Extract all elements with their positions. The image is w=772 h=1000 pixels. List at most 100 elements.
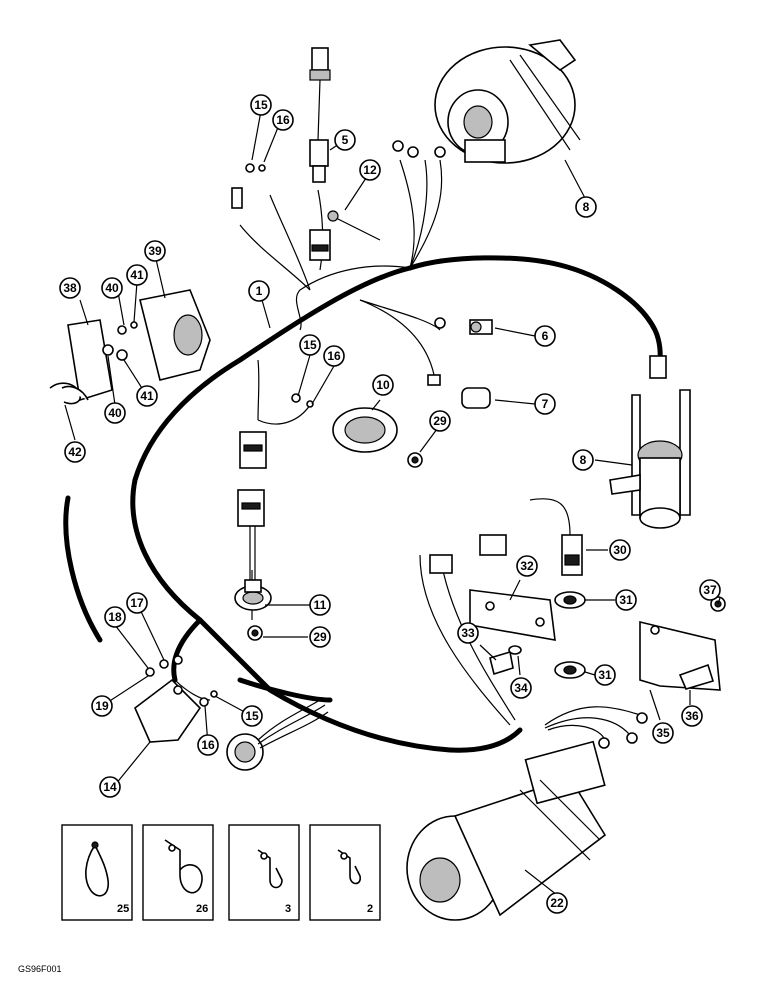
svg-text:29: 29 — [313, 630, 327, 644]
callout-12: 12 — [359, 159, 381, 181]
svg-text:15: 15 — [303, 338, 317, 352]
callout-42: 42 — [64, 441, 86, 463]
svg-text:3: 3 — [285, 903, 291, 915]
fuel-shutoff-solenoid — [609, 355, 691, 529]
callout-7: 7 — [534, 393, 556, 415]
nut-washer-middle — [291, 393, 314, 408]
relay-bracket — [49, 289, 211, 405]
callout-30: 32 — [516, 555, 538, 577]
svg-text:14: 14 — [103, 780, 117, 794]
callout-38: 40 — [101, 277, 123, 299]
svg-text:16: 16 — [201, 738, 215, 752]
sender-unit-top — [309, 47, 331, 183]
callout-19: 19 — [91, 695, 113, 717]
callout-6: 6 — [534, 325, 556, 347]
svg-text:30: 30 — [613, 543, 627, 557]
callout-8: 8 — [572, 449, 594, 471]
bolt-31 — [489, 650, 514, 676]
connector-stack — [237, 431, 267, 580]
callouts: 5 15 16 12 8 6 7 8 10 29 11 29 30 31 31 … — [59, 94, 721, 914]
svg-text:35: 35 — [656, 726, 670, 740]
callout-34: 36 — [681, 705, 703, 727]
sensor-12 — [327, 210, 381, 241]
callout-15-lower: 15 — [241, 705, 263, 727]
svg-text:16: 16 — [276, 113, 290, 127]
svg-text:10: 10 — [376, 378, 390, 392]
figure-code: GS96F001 — [18, 964, 62, 974]
inset-26: 26 — [142, 824, 214, 921]
oil-pressure-switch — [234, 579, 272, 611]
svg-text:29: 29 — [433, 414, 447, 428]
svg-text:17: 17 — [130, 596, 144, 610]
svg-text:15: 15 — [245, 709, 259, 723]
harness-strap-icon — [85, 844, 110, 897]
callout-33: 35 — [652, 722, 674, 744]
callout-27-upper: 29 — [429, 410, 451, 432]
callout-14: 14 — [99, 776, 121, 798]
fitting-lower — [247, 625, 263, 641]
callout-41: 41 — [136, 385, 158, 407]
sensor-28 — [429, 498, 583, 576]
svg-text:42: 42 — [68, 445, 82, 459]
svg-text:18: 18 — [108, 610, 122, 624]
callout-31: 33 — [457, 622, 479, 644]
svg-text:19: 19 — [95, 699, 109, 713]
svg-text:36: 36 — [685, 709, 699, 723]
harness-connector-upper — [309, 229, 331, 261]
inset-25: 25 — [61, 824, 133, 921]
nut-washer-top — [231, 163, 266, 209]
svg-text:31: 31 — [598, 668, 612, 682]
starter-motor — [406, 740, 607, 921]
svg-text:31: 31 — [619, 593, 633, 607]
svg-text:6: 6 — [542, 329, 549, 343]
svg-text:11: 11 — [314, 598, 327, 612]
solenoid — [332, 407, 398, 453]
svg-text:39: 39 — [148, 244, 162, 258]
callout-16-lower: 16 — [197, 734, 219, 756]
svg-text:34: 34 — [514, 681, 528, 695]
svg-text:41: 41 — [140, 389, 154, 403]
svg-text:1: 1 — [256, 284, 263, 298]
svg-text:22: 22 — [550, 896, 564, 910]
callout-10: 10 — [372, 374, 394, 396]
callout-1: 1 — [248, 280, 270, 302]
callout-29-lower: 31 — [594, 664, 616, 686]
svg-text:7: 7 — [542, 397, 549, 411]
ring-terminals-alternator — [392, 140, 446, 158]
callout-32: 34 — [510, 677, 532, 699]
bracket-30 — [469, 589, 556, 641]
callout-15-middle: 15 — [299, 334, 321, 356]
round-connector — [226, 699, 329, 771]
svg-text:38: 38 — [63, 281, 77, 295]
svg-text:16: 16 — [327, 349, 341, 363]
callout-18: 18 — [104, 606, 126, 628]
cable-clip-small-icon — [337, 849, 361, 885]
svg-text:37: 37 — [703, 583, 717, 597]
svg-text:5: 5 — [342, 133, 349, 147]
callout-11: 11 — [309, 594, 331, 616]
svg-text:25: 25 — [117, 903, 129, 915]
callout-37: 39 — [144, 240, 166, 262]
callout-17: 17 — [126, 592, 148, 614]
svg-text:8: 8 — [580, 453, 587, 467]
svg-text:40: 40 — [108, 406, 122, 420]
callout-15-top: 15 — [250, 94, 272, 116]
svg-text:26: 26 — [196, 903, 208, 915]
callout-35: 37 — [699, 579, 721, 601]
callout-5: 5 — [334, 129, 356, 151]
callout-36: 38 — [59, 277, 81, 299]
cable-clip-icon — [257, 849, 283, 889]
svg-text:41: 41 — [130, 268, 144, 282]
callout-27-lower: 29 — [309, 626, 331, 648]
inset-panels: 25 26 3 2 — [61, 824, 381, 921]
washer-32 — [508, 645, 522, 655]
callout-9: 8 — [575, 196, 597, 218]
callout-28: 30 — [609, 539, 631, 561]
leader-lines — [64, 99, 721, 896]
svg-text:32: 32 — [520, 559, 534, 573]
callout-22: 22 — [546, 892, 568, 914]
nut-lower — [554, 661, 586, 679]
svg-text:15: 15 — [254, 98, 268, 112]
callout-16-top: 16 — [272, 109, 294, 131]
